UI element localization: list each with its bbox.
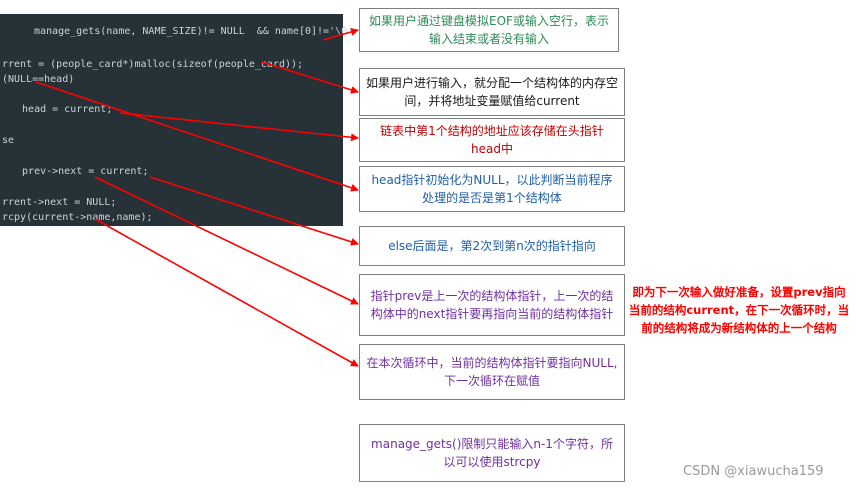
note-head-null: head指针初始化为NULL，以此判断当前程序处理的是否是第1个结构体	[359, 166, 625, 212]
code-line: rcpy(current->name,name);	[2, 212, 153, 223]
code-line: head = current;	[10, 104, 113, 115]
note-eof-check: 如果用户通过键盘模拟EOF或输入空行，表示输入结束或者没有输入	[359, 8, 619, 52]
code-line: prev->next = current;	[10, 166, 149, 177]
arrow-to-note-prev-next	[94, 176, 359, 305]
arrow-to-note-malloc	[261, 61, 359, 94]
arrow-to-note-current-next-null	[94, 218, 359, 367]
code-line: se	[2, 135, 15, 146]
code-line: (NULL==head)	[2, 74, 75, 85]
arrow-to-note-eof	[322, 28, 359, 41]
watermark: CSDN @xiawucha159	[683, 464, 824, 479]
note-strcpy: manage_gets()限制只能输入n-1个字符，所以可以使用strcpy	[359, 424, 625, 482]
note-else: else后面是，第2次到第n次的指针指向	[359, 226, 625, 266]
code-line: rrent->next = NULL;	[2, 197, 117, 208]
arrow-to-note-head-assign	[119, 112, 359, 142]
arrow-to-note-head-null	[35, 81, 359, 192]
note-prev-next: 指针prev是上一次的结构体指针，上一次的结构体中的next指针要再指向当前的结…	[359, 274, 625, 336]
side-note: 即为下一次输入做好准备，设置prev指向当前的结构current，在下一次循环时…	[628, 285, 850, 335]
code-line: rrent = (people_card*)malloc(sizeof(peop…	[2, 59, 304, 70]
note-head-assign: 链表中第1个结构的地址应该存储在头指针head中	[359, 118, 625, 162]
note-current-next-null: 在本次循环中，当前的结构体指针要指向NULL,下一次循环在赋值	[359, 344, 625, 400]
arrow-to-note-else	[149, 176, 359, 246]
note-malloc: 如果用户进行输入，就分配一个结构体的内存空间，并将地址变量赋值给current	[359, 68, 625, 116]
code-panel: manage_gets(name, NAME_SIZE)!= NULL && n…	[0, 14, 365, 226]
